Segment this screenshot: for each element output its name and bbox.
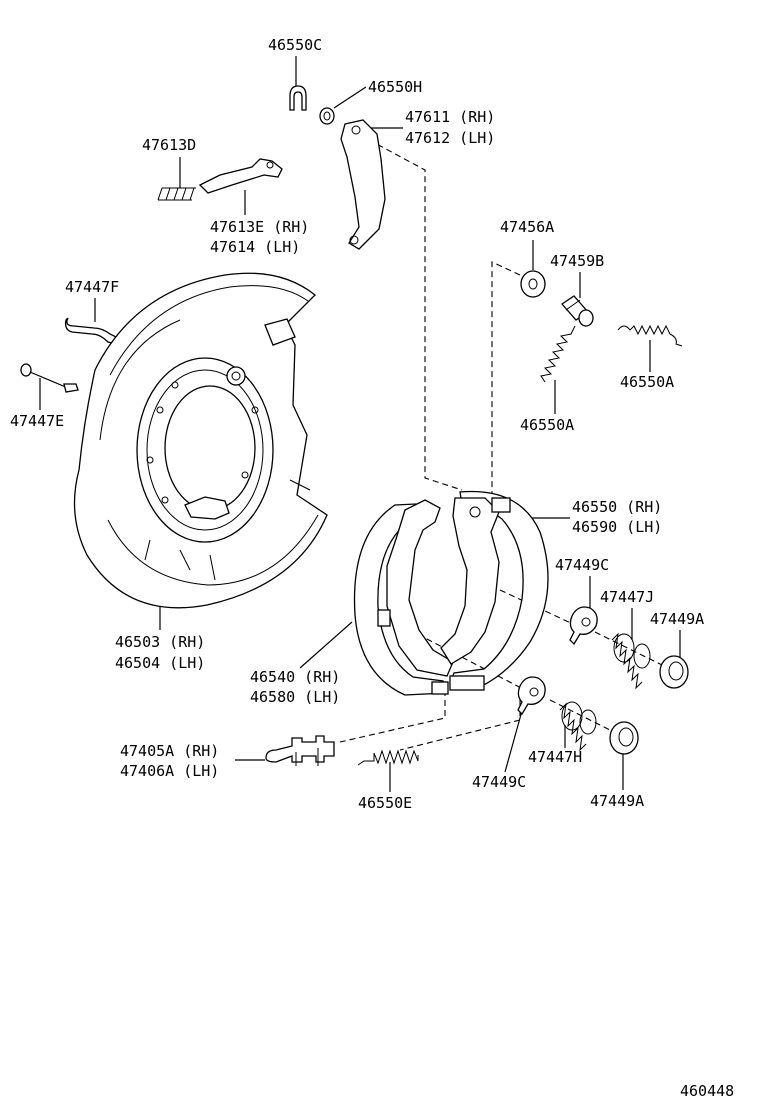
clip-46550C — [289, 85, 307, 111]
spring-47447H — [559, 701, 597, 752]
label-46504-lh: 46504 (LH) — [115, 654, 205, 672]
washer-47456A — [520, 270, 546, 298]
label-46590-lh: 46590 (LH) — [572, 518, 662, 536]
parking-lever-47611 — [340, 119, 386, 250]
brake-shoe-46550-right — [440, 490, 549, 691]
label-47612-lh: 47612 (LH) — [405, 129, 495, 147]
label-47449A-bottom: 47449A — [590, 792, 644, 810]
cable-47447F — [64, 317, 121, 345]
spring-46550A-right — [617, 324, 683, 347]
pin-47459B — [561, 295, 594, 327]
washer-46550H — [319, 107, 335, 125]
label-47459B: 47459B — [550, 252, 604, 270]
backing-plate-46503 — [73, 272, 328, 609]
label-47611-rh: 47611 (RH) — [405, 108, 495, 126]
label-47447F: 47447F — [65, 278, 119, 296]
label-47614-lh: 47614 (LH) — [210, 238, 300, 256]
label-46550H: 46550H — [368, 78, 422, 96]
pin-47447E — [20, 363, 79, 393]
label-47406A-lh: 47406A (LH) — [120, 762, 219, 780]
label-47613D: 47613D — [142, 136, 196, 154]
label-47447E: 47447E — [10, 412, 64, 430]
label-46550A-right: 46550A — [620, 373, 674, 391]
label-46550-rh: 46550 (RH) — [572, 498, 662, 516]
cup-47449C-top — [569, 606, 598, 646]
label-47613E-rh: 47613E (RH) — [210, 218, 309, 236]
label-47449A-top: 47449A — [650, 610, 704, 628]
part-labels: 46550C 46550H 47611 (RH) 47612 (LH) 4761… — [10, 36, 734, 1100]
spring-47447J — [611, 632, 651, 690]
cup-47449C-bottom — [517, 676, 546, 716]
label-47447H: 47447H — [528, 748, 582, 766]
strut-47613E — [198, 158, 283, 194]
label-46550A-center: 46550A — [520, 416, 574, 434]
label-46503-rh: 46503 (RH) — [115, 633, 205, 651]
label-47449C-top: 47449C — [555, 556, 609, 574]
washer-47449A-bottom — [609, 721, 639, 755]
adjuster-47405A — [265, 735, 335, 766]
label-46550C: 46550C — [268, 36, 322, 54]
washer-47449A-top — [659, 655, 689, 689]
label-46540-rh: 46540 (RH) — [250, 668, 340, 686]
label-47405A-rh: 47405A (RH) — [120, 742, 219, 760]
spring-47613D — [157, 187, 196, 201]
brake-shoe-46540-left — [353, 499, 454, 696]
label-47449C-bottom: 47449C — [472, 773, 526, 791]
label-47456A: 47456A — [500, 218, 554, 236]
label-46580-lh: 46580 (LH) — [250, 688, 340, 706]
label-47447J: 47447J — [600, 588, 654, 606]
diagram-code: 460448 — [680, 1082, 734, 1100]
label-46550E: 46550E — [358, 794, 412, 812]
spring-46550E — [357, 749, 419, 766]
spring-46550A-center — [540, 325, 576, 383]
